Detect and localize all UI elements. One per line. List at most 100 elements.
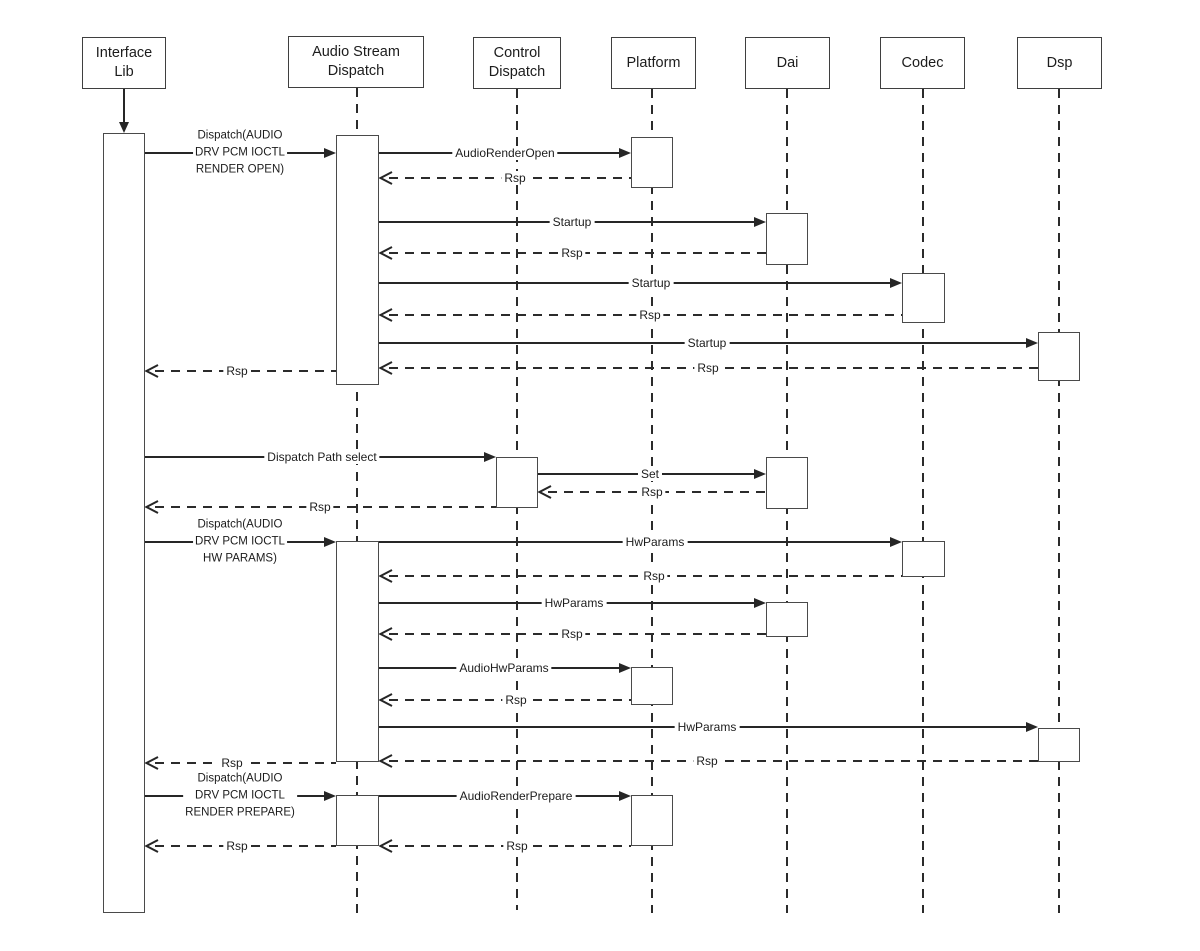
participant-box-codec: Codec [880,37,965,89]
message-label-line: DRV PCM IOCTL [195,535,285,548]
activation-bar-platform-7 [631,795,673,846]
message-label-15: HwParams [622,535,688,549]
participant-label: Lib [114,64,134,80]
lifeline-platform [651,89,653,913]
participant-label: Codec [901,54,944,71]
arrowhead-filled-icon-1 [619,147,631,158]
arrowhead-filled-icon-11 [754,468,766,479]
arrowhead-filled-icon-10 [484,451,496,462]
message-label-17: HwParams [541,596,607,610]
participant-label: Control [493,45,541,61]
arrowhead-open-icon-13 [144,500,159,519]
participant-label: Dispatch [488,64,546,80]
arrowhead-filled-icon-25 [619,790,631,801]
arrowhead-filled-icon-0 [324,147,336,158]
lifeline-audio-stream-dispatch [356,88,358,913]
activation-bar-dai-9 [766,457,808,509]
message-label-3: Startup [549,215,595,229]
participant-label: Dispatch [327,63,385,79]
participant-box-platform: Platform [611,37,696,89]
entry-arrow-line-interface-lib [123,89,125,124]
participant-label: Audio Stream [312,44,400,60]
activation-bar-control-dispatch-4 [496,457,538,508]
message-label-0: Dispatch(AUDIO DRV PCM IOCTL RENDER OPEN) [193,127,287,179]
activation-bar-dsp-13 [1038,332,1080,381]
message-label-7: Startup [684,336,730,350]
message-label-25: AudioRenderPrepare [456,789,576,803]
arrowhead-open-icon-20 [378,693,393,712]
arrowhead-open-icon-6 [378,308,393,327]
arrowhead-open-icon-2 [378,171,393,190]
message-label-24: Dispatch(AUDIO DRV PCM IOCTL RENDER PREPAR… [183,770,297,822]
activation-bar-dai-8 [766,213,808,265]
message-label-12: Rsp [638,485,666,499]
message-label-2: Rsp [501,171,529,185]
message-label-11: Set [637,467,663,481]
message-label-line: RENDER PREPARE) [185,806,295,819]
lifeline-dsp [1058,89,1060,913]
arrowhead-open-icon-26 [378,839,393,858]
participant-label: Dsp [1046,54,1073,71]
message-label-line: DRV PCM IOCTL [195,146,285,159]
participant-box-dsp: Dsp [1017,37,1102,89]
arrowhead-open-icon-18 [378,627,393,646]
arrowhead-open-icon-16 [378,569,393,588]
message-label-line: RENDER OPEN) [195,163,285,176]
message-label-6: Rsp [636,308,664,322]
arrowhead-filled-icon-7 [1026,337,1038,348]
arrowhead-filled-icon-19 [619,662,631,673]
participant-label: Interface [95,45,153,61]
message-label-19: AudioHwParams [456,661,552,675]
participant-box-dai: Dai [745,37,830,89]
message-label-13: Rsp [306,500,334,514]
activation-bar-platform-5 [631,137,673,188]
message-label-16: Rsp [640,569,668,583]
message-label-line: Dispatch(AUDIO [197,772,283,785]
message-label-21: HwParams [674,720,740,734]
activation-bar-audio-stream-dispatch-3 [336,795,379,846]
message-label-8: Rsp [694,361,722,375]
arrowhead-filled-icon-3 [754,216,766,227]
message-label-14: Dispatch(AUDIO DRV PCM IOCTL HW PARAMS) [193,516,287,568]
message-label-line: Dispatch(AUDIO [197,129,283,142]
message-label-line: DRV PCM IOCTL [195,789,285,802]
activation-bar-dai-10 [766,602,808,637]
arrowhead-open-icon-12 [537,485,552,504]
participant-label: Platform [626,54,681,71]
arrowhead-open-icon-9 [144,364,159,383]
message-label-line: HW PARAMS) [203,552,277,565]
arrowhead-filled-icon-14 [324,536,336,547]
arrowhead-open-icon-8 [378,361,393,380]
arrowhead-open-icon-4 [378,246,393,265]
activation-bar-audio-stream-dispatch-2 [336,541,379,762]
participant-label: Dai [776,54,799,71]
lifeline-codec [922,89,924,913]
message-label-9: Rsp [223,364,251,378]
message-label-27: Rsp [223,839,251,853]
arrowhead-open-icon-22 [378,754,393,773]
activation-bar-codec-11 [902,273,945,323]
arrowhead-filled-icon-21 [1026,721,1038,732]
message-label-4: Rsp [558,246,586,260]
arrowhead-filled-icon-5 [890,277,902,288]
activation-bar-interface-lib-0 [103,133,145,913]
arrowhead-open-icon-27 [144,839,159,858]
arrowhead-filled-icon-17 [754,597,766,608]
message-label-1: AudioRenderOpen [452,146,558,160]
activation-bar-dsp-14 [1038,728,1080,762]
message-label-20: Rsp [502,693,530,707]
activation-bar-codec-12 [902,541,945,577]
message-label-22: Rsp [693,754,721,768]
arrowhead-filled-icon-15 [890,536,902,547]
arrowhead-filled-icon-24 [324,790,336,801]
message-label-5: Startup [628,276,674,290]
message-label-10: Dispatch Path select [264,450,380,464]
message-label-18: Rsp [558,627,586,641]
entry-arrowhead-icon-interface-lib [118,122,129,133]
arrowhead-open-icon-23 [144,756,159,775]
message-label-line: Dispatch(AUDIO [197,518,283,531]
activation-bar-platform-6 [631,667,673,705]
